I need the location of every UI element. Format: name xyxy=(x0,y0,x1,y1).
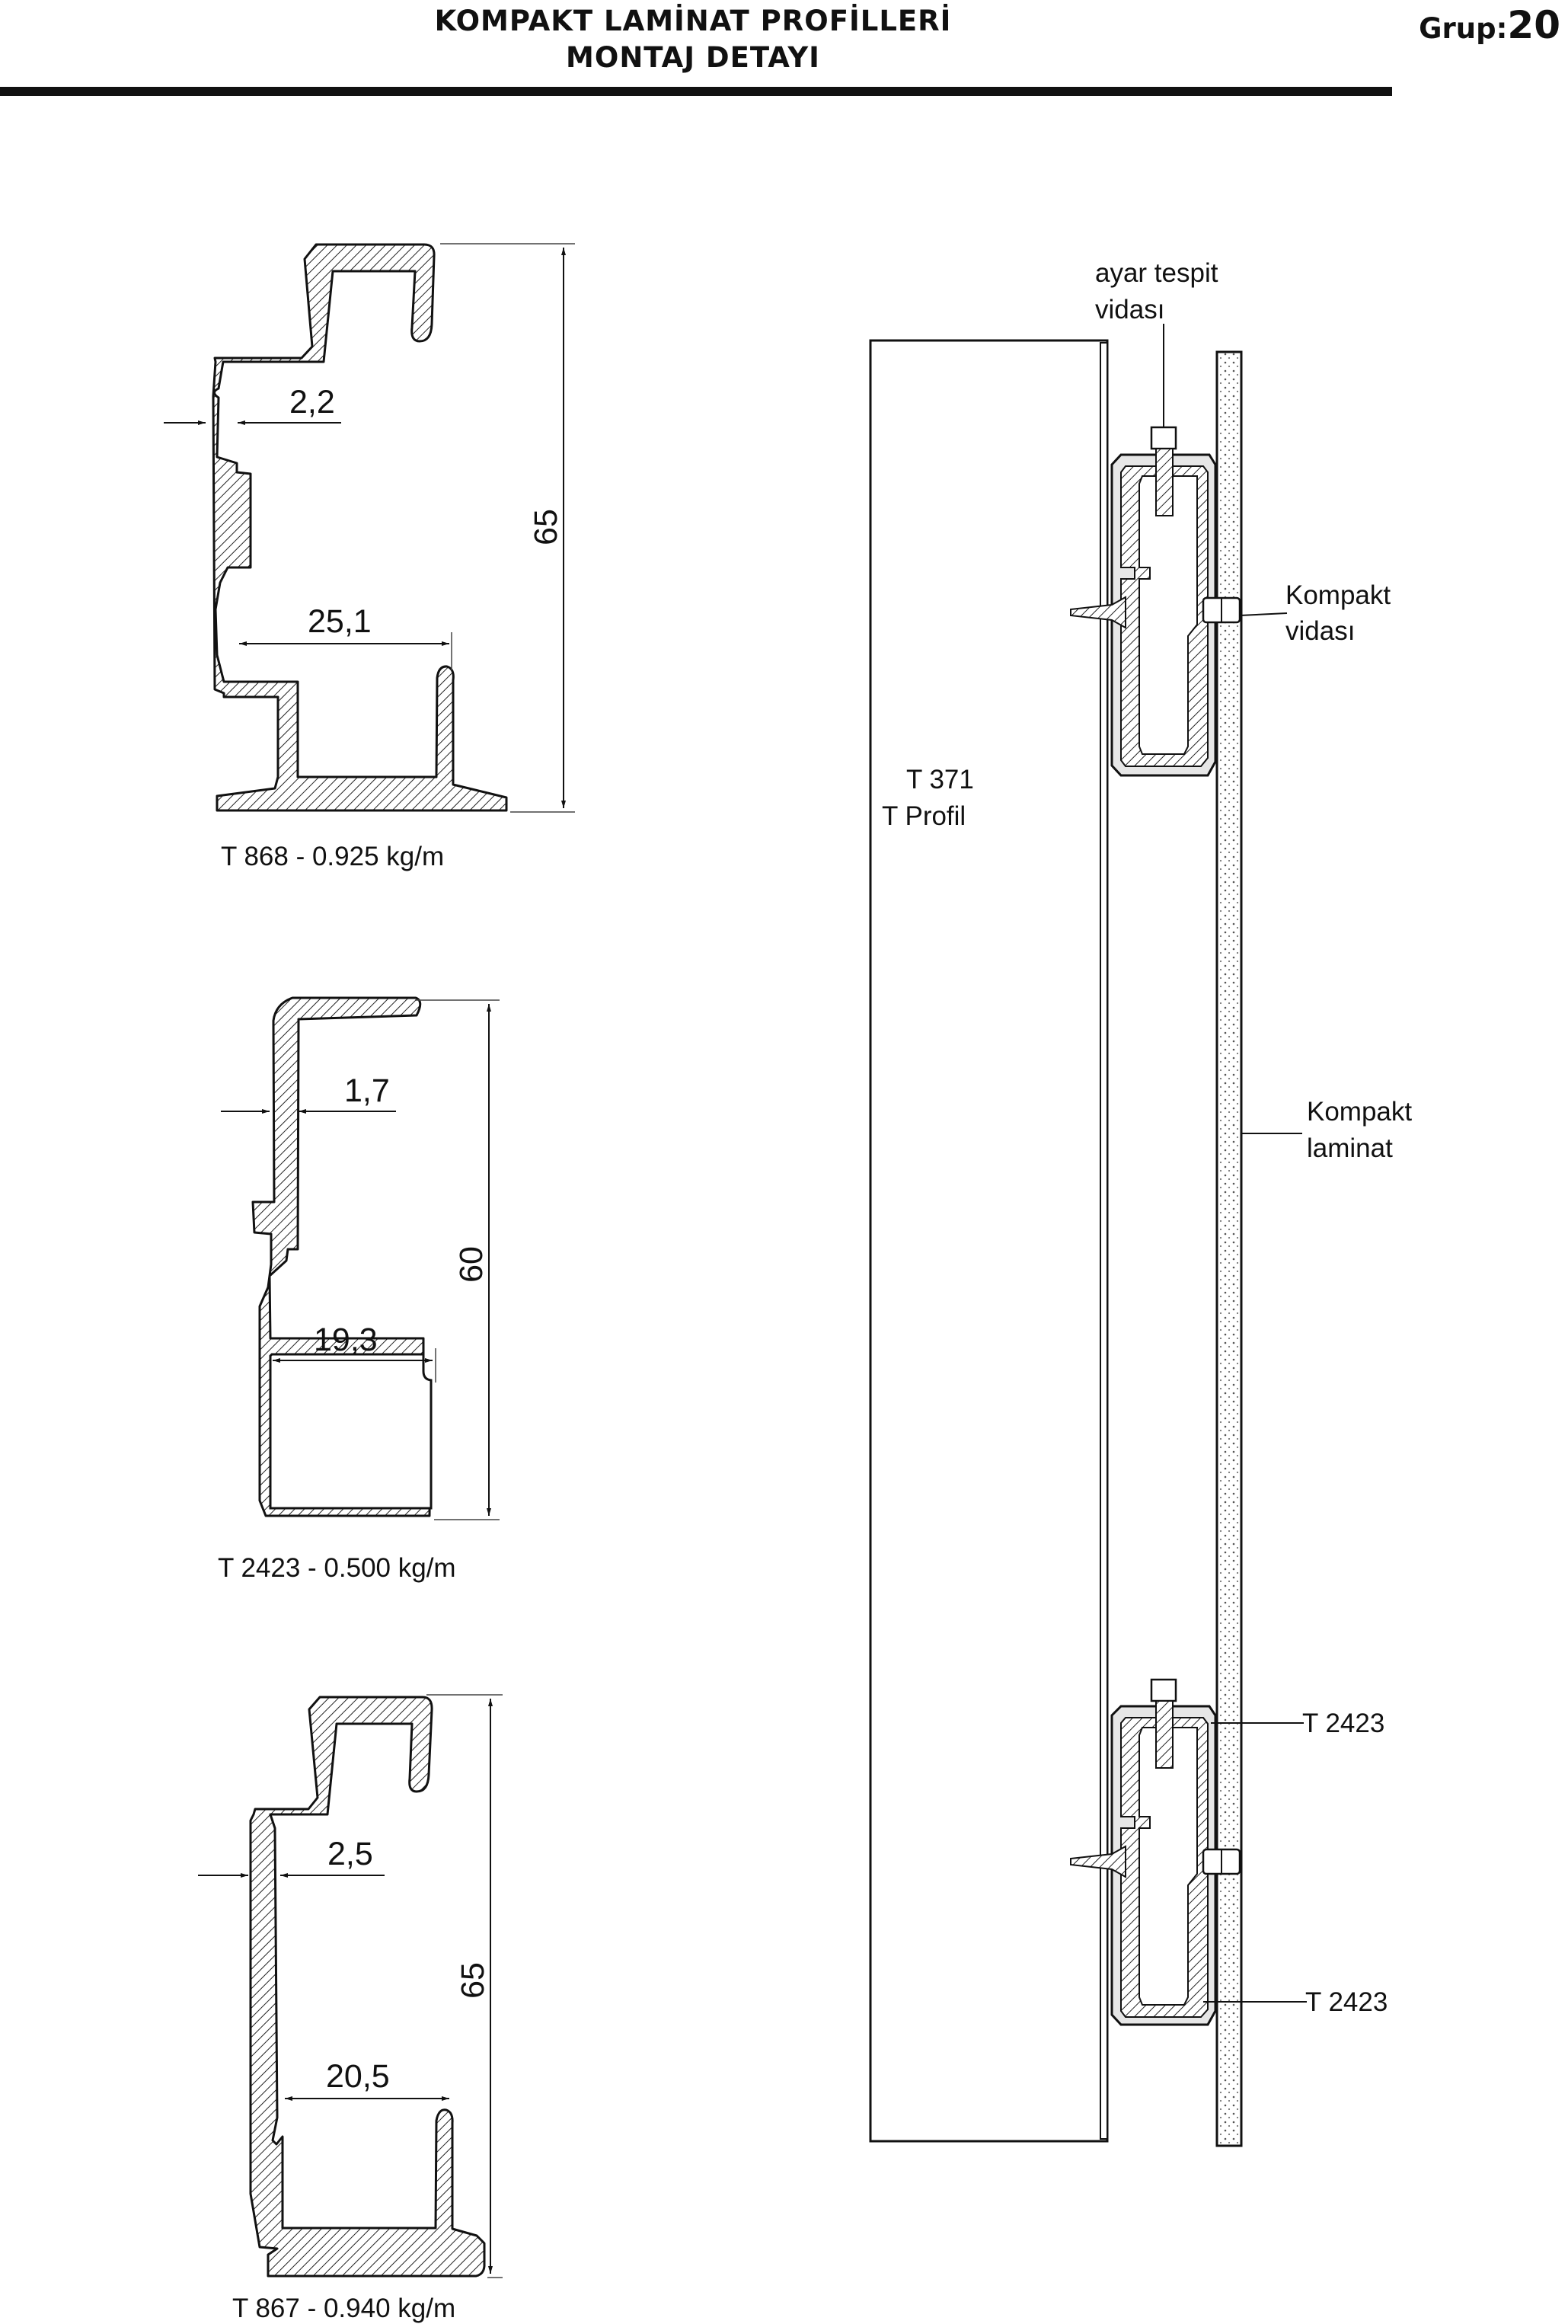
adjustment-screw-label-line2: vidası xyxy=(1095,295,1164,324)
clip-bottom-label: T 2423 xyxy=(1305,1987,1388,2017)
profile-t867: 65 2,5 20,5 T 867 - 0.940 kg/m xyxy=(198,1694,503,2323)
profile-t868-height-dim: 65 xyxy=(528,509,564,545)
laminate-label-line2: laminat xyxy=(1307,1133,1393,1163)
profile-t867-section xyxy=(249,1696,486,2278)
kompakt-screw-label-line2: vidası xyxy=(1285,616,1355,646)
adjustment-screw-head-top xyxy=(1150,426,1177,450)
profile-t867-width-dim: 20,5 xyxy=(326,2058,390,2095)
adjustment-screw-label-line1: ayar tespit xyxy=(1095,258,1218,288)
t371-profile-body xyxy=(869,339,1109,2143)
clip-bottom-inner-void xyxy=(1138,1727,1198,2006)
self-tapping-screw-bottom xyxy=(1070,1845,1126,1878)
profile-t867-height-dim: 65 xyxy=(455,1962,491,1999)
profile-t868-width-dim: 25,1 xyxy=(308,603,372,640)
profile-t867-thickness-dim: 2,5 xyxy=(327,1836,373,1872)
adjustment-screw-head-bottom xyxy=(1150,1678,1177,1702)
profile-t868-section xyxy=(212,243,508,812)
group-label-text: Grup: xyxy=(1419,12,1508,45)
adjustment-screw-shank-top xyxy=(1155,448,1174,516)
t371-profile-flange xyxy=(1100,342,1108,2140)
profile-t2423-caption: T 2423 - 0.500 kg/m xyxy=(218,1553,456,1583)
group-label: Grup:20 xyxy=(1419,3,1560,47)
laminate-label-line1: Kompakt xyxy=(1307,1097,1412,1127)
profile-t868-thickness-dim: 2,2 xyxy=(289,384,335,420)
t-profile-label-line2: T Profil xyxy=(882,801,966,831)
clip-assembly-top xyxy=(1070,426,1241,777)
header-rule xyxy=(0,87,1392,96)
clip-top-label: T 2423 xyxy=(1302,1709,1384,1738)
page-title-line-1: KOMPAKT LAMİNAT PROFİLLERİ xyxy=(434,5,952,37)
profile-t2423-thickness-dim: 1,7 xyxy=(344,1072,390,1109)
compact-laminate-panel xyxy=(1215,350,1243,2147)
profile-t868-caption: T 868 - 0.925 kg/m xyxy=(221,842,444,871)
self-tapping-screw-top xyxy=(1070,596,1126,629)
assembly-detail: ayar tespit vidası Kompakt vidası T 371 … xyxy=(869,258,1412,2147)
profile-t2423-height-dim: 60 xyxy=(453,1246,490,1283)
page-title-line-2: MONTAJ DETAYI xyxy=(566,41,820,74)
kompakt-screw-label-line1: Kompakt xyxy=(1285,580,1391,610)
profile-t868: 65 2,2 25,1 T 868 - 0.925 kg/m xyxy=(164,243,575,871)
profile-t2423-inner xyxy=(269,1353,433,1510)
clip-assembly-bottom xyxy=(1070,1678,1241,2026)
profile-t2423-width-dim: 19,3 xyxy=(314,1322,378,1358)
clip-top-inner-void xyxy=(1138,475,1198,755)
profile-t867-caption: T 867 - 0.940 kg/m xyxy=(232,2294,455,2323)
adjustment-screw-shank-bottom xyxy=(1155,1700,1174,1769)
group-number: 20 xyxy=(1507,3,1560,47)
profile-t2423: 60 1,7 19,3 T 2423 - 0.500 kg/m xyxy=(218,996,500,1583)
t-profile-label-line1: T 371 xyxy=(906,765,974,794)
